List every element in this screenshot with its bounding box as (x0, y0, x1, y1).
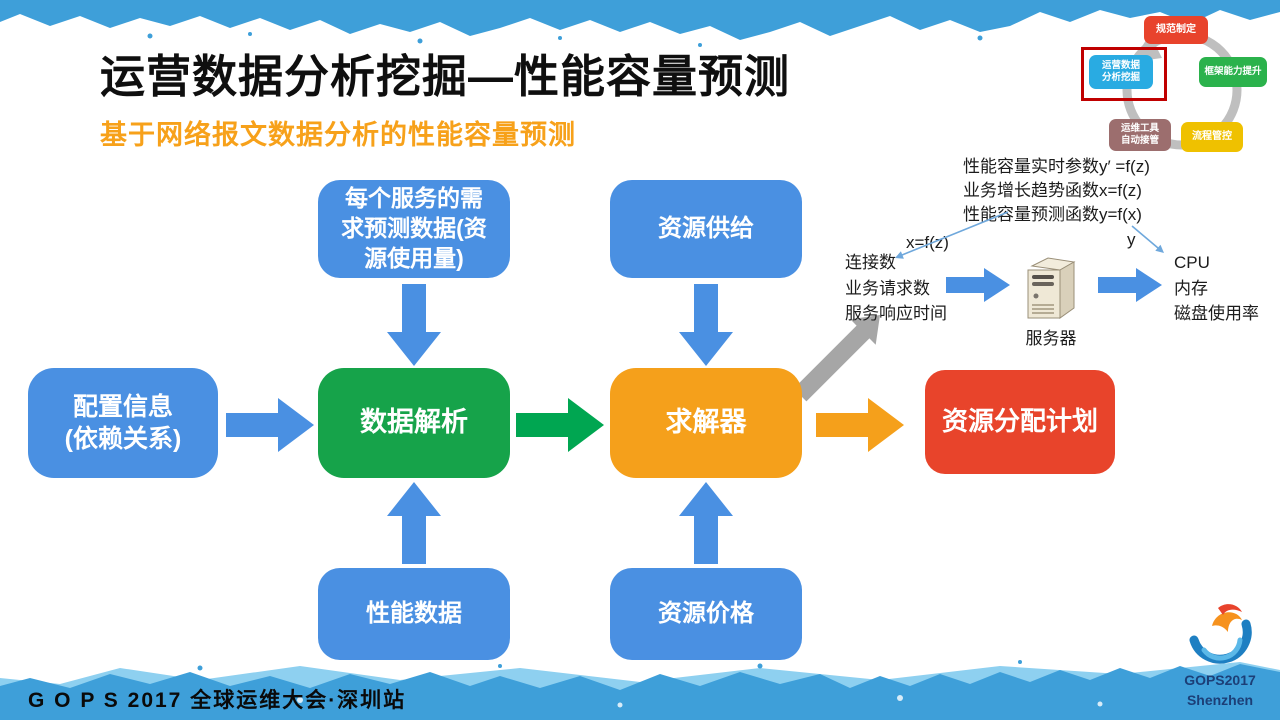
flow-box-config: 配置信息 (依赖关系) (28, 368, 218, 478)
metric-item: 服务响应时间 (845, 304, 947, 323)
formula-line-3: 性能容量预测函数y=f(x) (963, 205, 1142, 224)
arrow-right-icon (516, 398, 604, 452)
metric-item: 业务请求数 (845, 278, 930, 298)
metric-item: 内存 (1174, 278, 1208, 298)
flow-box-solver: 求解器 (610, 368, 802, 478)
label-y: y (1127, 230, 1136, 249)
formula-line-2: 业务增长趋势函数x=f(z) (963, 181, 1142, 200)
server-icon (1027, 257, 1076, 319)
logo-text-line1: GOPS2017 (1184, 672, 1256, 688)
logo-text-line2: Shenzhen (1186, 692, 1254, 708)
arrow-up-icon (679, 482, 733, 564)
gops-logo-icon (1189, 604, 1252, 664)
metric-item: CPU (1174, 253, 1210, 272)
cycle-diagram: 规范制定 框架能力提升 流程管控 运维工具 自动接管 运营数据 分析挖掘 (1070, 0, 1280, 170)
gray-arrow-icon (793, 315, 880, 402)
arrow-up-icon (387, 482, 441, 564)
cycle-item-framework: 框架能力提升 (1199, 57, 1267, 87)
arrow-down-icon (679, 284, 733, 366)
flow-box-price: 资源价格 (610, 568, 802, 660)
torn-edge-top (0, 0, 1280, 47)
page-title: 运营数据分析挖掘—性能容量预测 (100, 51, 791, 102)
arrow-right-icon (816, 398, 904, 452)
conference-title: G O P S 2017 全球运维大会·深圳站 (28, 689, 407, 712)
arrow-right-icon (226, 398, 314, 452)
arrow-right-icon (1098, 268, 1162, 302)
page-subtitle: 基于网络报文数据分析的性能容量预测 (100, 120, 576, 150)
flow-box-plan: 资源分配计划 (925, 370, 1115, 474)
arrow-down-icon (387, 284, 441, 366)
cycle-highlight-box (1081, 47, 1167, 101)
arrow-right-icon (946, 268, 1010, 302)
cycle-item-ops-data: 运营数据 分析挖掘 (1089, 55, 1153, 89)
cycle-item-process: 流程管控 (1181, 122, 1243, 152)
flow-box-perf: 性能数据 (318, 568, 510, 660)
flow-box-demand: 每个服务的需 求预测数据(资 源使用量) (318, 180, 510, 278)
metric-item: 磁盘使用率 (1174, 304, 1259, 323)
flow-box-parse: 数据解析 (318, 368, 510, 478)
cycle-item-tools: 运维工具 自动接管 (1109, 119, 1171, 151)
flow-box-supply: 资源供给 (610, 180, 802, 278)
metric-output-list: CPU 内存 磁盘使用率 (1174, 250, 1259, 327)
cycle-item-spec: 规范制定 (1144, 16, 1208, 44)
formula-line-1: 性能容量实时参数y′ =f(z) (963, 157, 1150, 176)
footer-band (0, 660, 1280, 720)
metric-input-list: 连接数 业务请求数 服务响应时间 (845, 250, 947, 327)
server-label: 服务器 (1025, 329, 1077, 348)
metric-item: 连接数 (845, 253, 896, 272)
